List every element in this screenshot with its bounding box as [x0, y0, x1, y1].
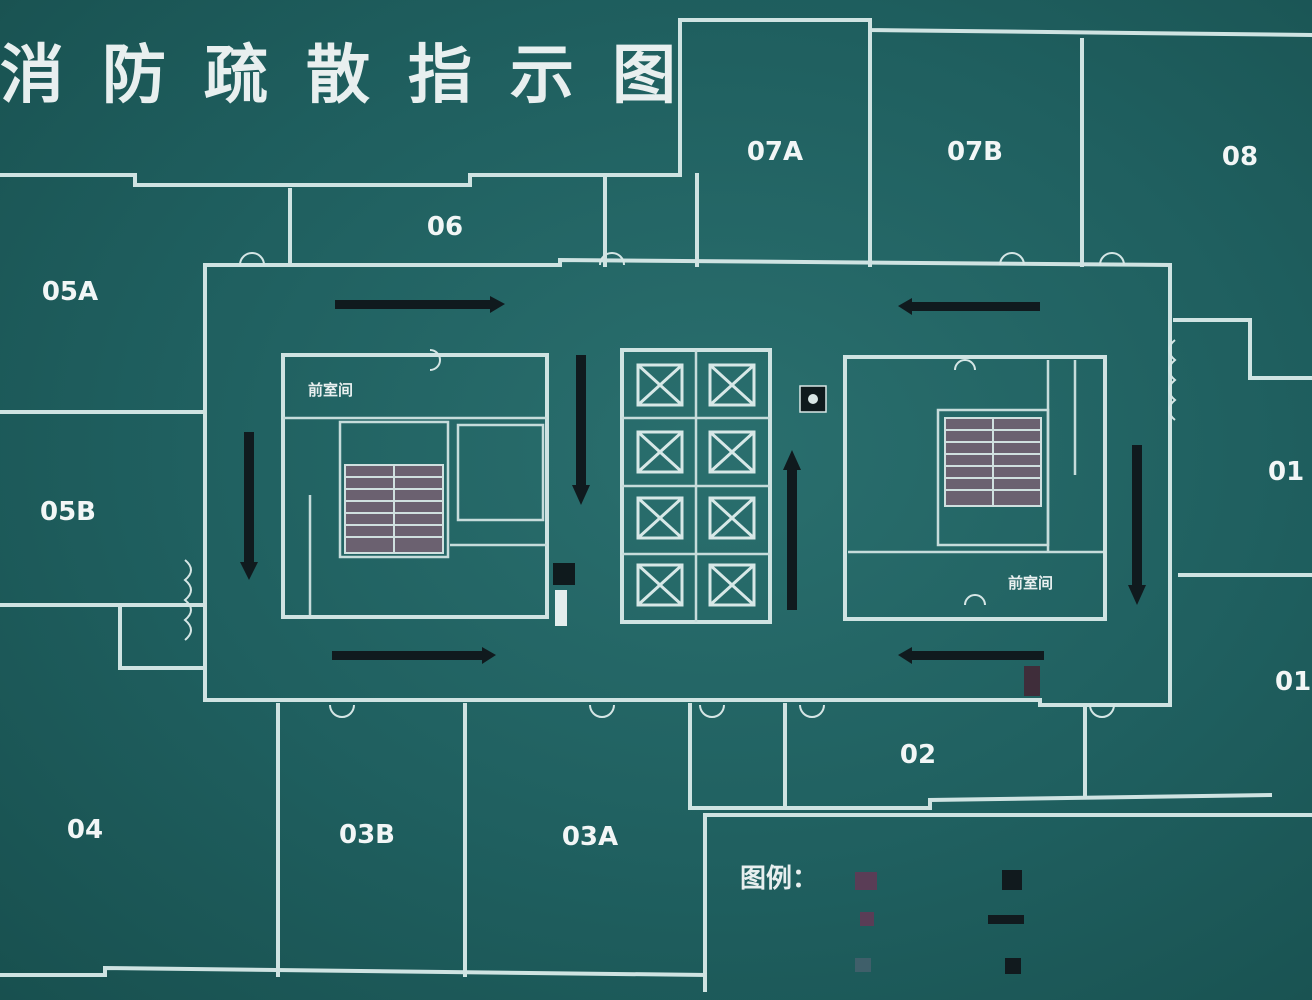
evacuation-arrows	[240, 296, 1146, 664]
room-label-06: 06	[427, 212, 463, 242]
room-label-05b: 05B	[40, 497, 96, 527]
room-label-07b: 07B	[947, 137, 1003, 167]
elevator-icon	[708, 430, 756, 474]
stairs-right	[944, 417, 1042, 507]
extinguisher-icon	[553, 563, 575, 626]
room-label-08: 08	[1222, 142, 1258, 172]
room-label-03a: 03A	[562, 822, 618, 852]
legend	[855, 870, 1024, 974]
you-are-here-icon	[799, 385, 827, 413]
legend-swatch-2	[860, 912, 874, 926]
legend-swatch-4	[1002, 870, 1022, 890]
room-label-03b: 03B	[339, 820, 395, 850]
map-title: 消防疏散指示图	[0, 39, 714, 113]
room-label-05a: 05A	[42, 277, 98, 307]
room-label-01-upper: 01	[1268, 457, 1304, 487]
extinguisher-icon	[1024, 666, 1040, 696]
legend-title: 图例：	[740, 864, 819, 894]
walls	[0, 18, 1312, 992]
legend-swatch-1	[855, 872, 877, 890]
elevator-icon	[708, 496, 756, 540]
room-label-02: 02	[900, 740, 936, 770]
arrow-right-icon	[335, 296, 505, 313]
arrow-up-icon	[783, 450, 801, 610]
arrow-down-icon	[572, 355, 590, 505]
arrow-down-icon	[240, 432, 258, 580]
elevator-group	[636, 363, 756, 607]
core-room-label-right: 前室间	[1008, 574, 1053, 592]
legend-swatch-5	[988, 915, 1024, 924]
core-room-label-left: 前室间	[308, 381, 353, 399]
elevator-icon	[708, 563, 756, 607]
elevator-icon	[636, 563, 684, 607]
arrow-left-icon	[898, 647, 1044, 664]
elevator-icon	[636, 496, 684, 540]
elevator-icon	[636, 430, 684, 474]
arrow-down-icon	[1128, 445, 1146, 605]
legend-swatch-6	[1005, 958, 1021, 974]
room-label-07a: 07A	[747, 137, 803, 167]
room-label-01-lower: 01	[1275, 667, 1311, 697]
legend-swatch-3	[855, 958, 871, 972]
room-label-04: 04	[67, 815, 103, 845]
elevator-icon	[708, 363, 756, 407]
room-labels: 07A 07B 08 06 05A 05B 04 03B 03A 02 01 0…	[40, 137, 1311, 852]
arrow-right-icon	[332, 647, 496, 664]
arrow-left-icon	[898, 298, 1040, 315]
stairs-left	[344, 464, 444, 554]
door-icon	[183, 252, 1177, 718]
elevator-icon	[636, 363, 684, 407]
